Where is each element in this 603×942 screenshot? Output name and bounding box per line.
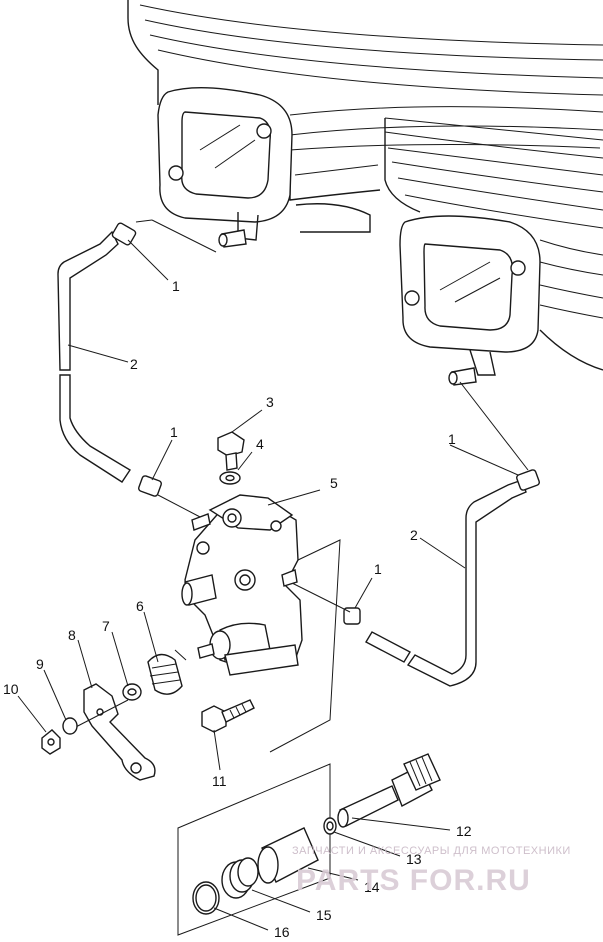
- watermark-brand: PARTS FOR.RU: [296, 864, 531, 897]
- spring-15: [221, 857, 259, 899]
- callouts: 1 2 3 4 5 1 1 2 1 6 7 8 9 10 11 12 13 14…: [3, 278, 472, 940]
- callout-1c: 1: [448, 431, 456, 447]
- watermark: ЗАПЧАСТИ И АКСЕССУАРЫ ДЛЯ МОТОТЕХНИКИ PA…: [292, 845, 571, 897]
- callout-16: 16: [274, 924, 290, 937]
- banjo-bolt: [217, 431, 245, 485]
- callout-6: 6: [136, 598, 144, 614]
- cylinder-left: [127, 0, 603, 248]
- callout-1a: 1: [172, 278, 180, 294]
- callout-1b: 1: [170, 424, 178, 440]
- callout-2b: 2: [410, 527, 418, 543]
- cylinder-right: [384, 117, 603, 386]
- callout-5: 5: [330, 475, 338, 491]
- callout-1d: 1: [374, 561, 382, 577]
- leader-lines: [17, 239, 519, 931]
- screw: [201, 699, 255, 733]
- callout-3: 3: [266, 394, 274, 410]
- sleeve: [257, 827, 319, 884]
- callout-8: 8: [68, 627, 76, 643]
- oil-pump: [181, 494, 303, 676]
- callout-15: 15: [316, 907, 332, 923]
- hose-right: [289, 381, 540, 687]
- callout-10: 10: [3, 681, 19, 697]
- callout-12: 12: [456, 823, 472, 839]
- callout-13: 13: [406, 851, 422, 867]
- hose-left: [57, 219, 217, 519]
- callout-11: 11: [212, 773, 227, 789]
- callout-14: 14: [364, 879, 380, 895]
- drive-shaft-gear: [323, 753, 441, 835]
- callout-7: 7: [102, 618, 110, 634]
- watermark-top-text: ЗАПЧАСТИ И АКСЕССУАРЫ ДЛЯ МОТОТЕХНИКИ: [292, 845, 571, 857]
- o-ring: [192, 881, 220, 915]
- callout-4: 4: [256, 436, 264, 452]
- control-lever-assembly: [41, 649, 187, 781]
- callout-9: 9: [36, 656, 44, 672]
- callout-2a: 2: [130, 356, 138, 372]
